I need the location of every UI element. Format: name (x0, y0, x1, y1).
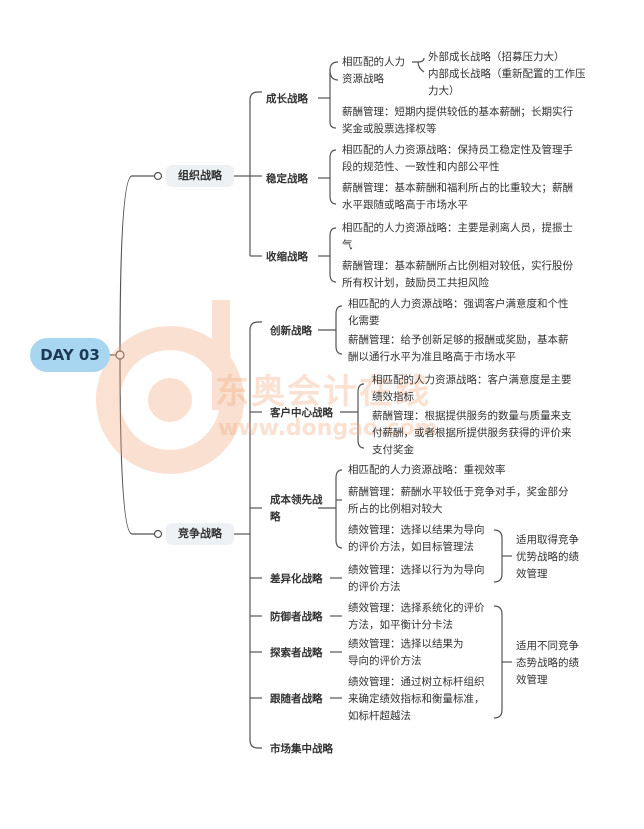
innovation-hr: 相匹配的人力资源战略：强调客户满意度和个性化需要 (348, 298, 569, 327)
org-strategy-node: 组织战略 (166, 165, 234, 187)
diff-strategy: 差异化战略 (270, 573, 323, 585)
note-competitive-advantage: 适用取得竞争优势战略的绩效管理 (516, 534, 579, 580)
cost-pay: 薪酬管理：薪酬水平较低于竞争对手，奖金部分所占的比例相对较大 (348, 486, 569, 515)
growth-hr-item-2: 内部成长战略（重新配置的工作压力大） (428, 68, 586, 97)
explorer-strategy: 探索者战略 (270, 647, 323, 659)
focus-strategy: 市场集中战略 (270, 743, 333, 755)
diff-perf: 绩效管理：选择以行为为导向的评价方法 (348, 564, 485, 593)
follower-strategy: 跟随者战略 (270, 693, 323, 705)
shrink-hr: 相匹配的人力资源战略：主要是剥离人员，提振士气 (342, 222, 573, 251)
stable-hr: 相匹配的人力资源战略：保持员工稳定性及管理手段的规范性、一致性和内部公平性 (342, 144, 573, 173)
watermark-text: 东奥会计在线 (215, 372, 431, 412)
follower-perf: 绩效管理：通过树立标杆组织来确定绩效指标和衡量标准，如标杆超越法 (348, 676, 485, 722)
growth-pay: 薪酬管理：短期内提供较低的基本薪酬；长期实行奖金或股票选择权等 (342, 106, 573, 135)
growth-strategy: 成长战略 (266, 93, 308, 105)
shrink-pay: 薪酬管理：基本薪酬所占比例相对较低，实行股份所有权计划，鼓励员工共担风险 (342, 260, 573, 289)
explorer-perf: 绩效管理：选择以结果为导向的评价方法 (348, 638, 464, 667)
stable-strategy: 稳定战略 (266, 173, 308, 185)
customer-hr: 相匹配的人力资源战略：客户满意度是主要绩效指标 (372, 374, 572, 403)
defender-strategy: 防御者战略 (270, 611, 323, 623)
root-node: DAY 03 (30, 338, 110, 372)
shrink-strategy: 收缩战略 (266, 251, 308, 263)
note-competitive-posture: 适用不同竞争态势战略的绩效管理 (516, 640, 579, 686)
cost-strategy: 成本领先战略 (270, 494, 323, 523)
innovation-strategy: 创新战略 (270, 325, 312, 337)
defender-perf: 绩效管理：选择系统化的评价方法，如平衡计分卡法 (348, 602, 485, 631)
comp-strategy-node: 竞争战略 (166, 523, 234, 545)
cost-hr: 相匹配的人力资源战略：重视效率 (348, 464, 506, 476)
watermark-url: www.dongao.com (218, 416, 438, 441)
growth-hr-label: 相匹配的人力资源战略 (342, 56, 405, 85)
customer-strategy: 客户中心战略 (270, 407, 333, 419)
cost-perf: 绩效管理：选择以结果为导向的评价方法，如目标管理法 (348, 524, 485, 553)
stable-pay: 薪酬管理：基本薪酬和福利所占的比重较大；薪酬水平跟随或略高于市场水平 (342, 182, 573, 211)
customer-pay: 薪酬管理：根据提供服务的数量与质量来支付薪酬，或者根据所提供服务获得的评价来支付… (372, 410, 572, 456)
innovation-pay: 薪酬管理：给予创新足够的报酬或奖励，基本薪酬以通行水平为准且略高于市场水平 (348, 334, 569, 363)
growth-hr-item-1: 外部成长战略（招募压力大） (428, 51, 565, 63)
